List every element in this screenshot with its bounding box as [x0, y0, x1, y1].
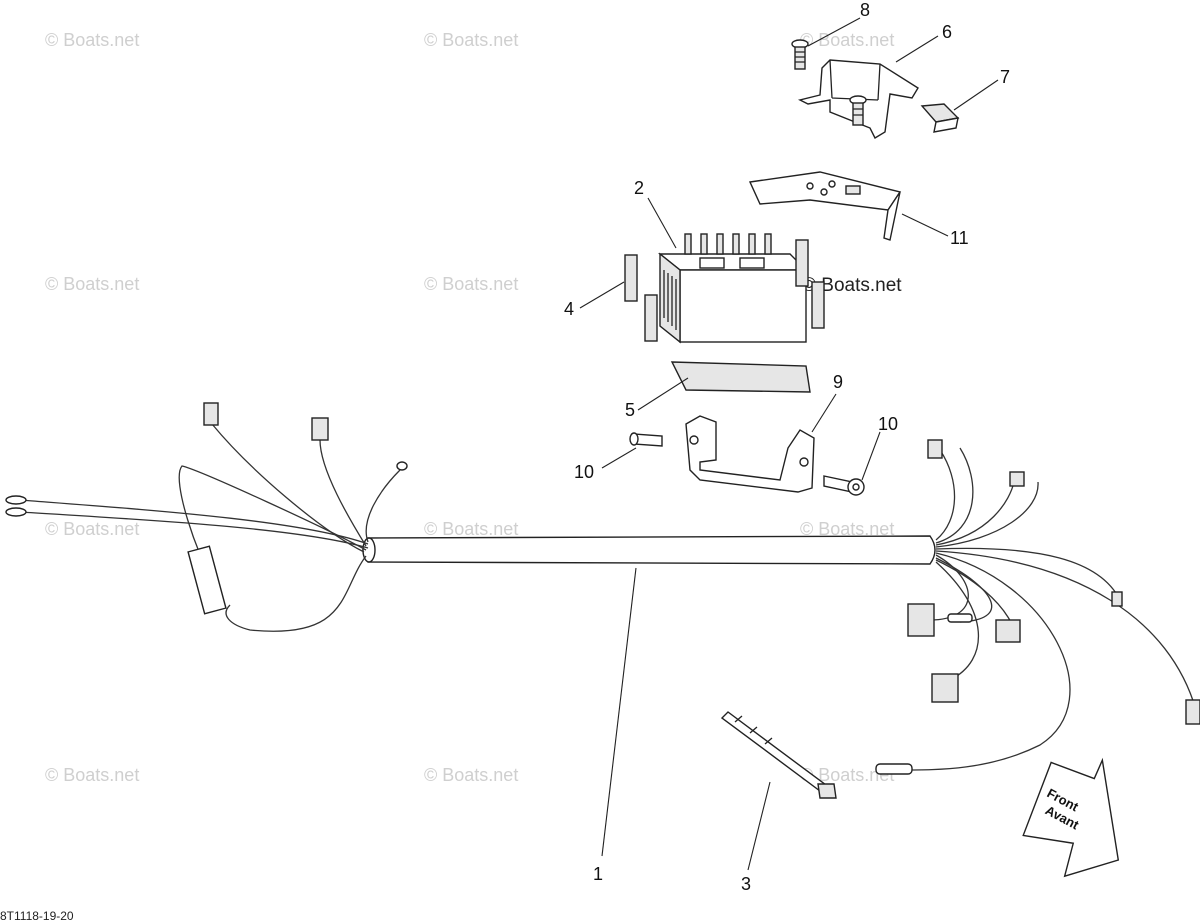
callout-10-left: 10 [574, 462, 594, 482]
front-direction-arrow: Front Avant [1022, 757, 1120, 878]
callout-8: 8 [860, 0, 870, 20]
part-pad-7 [920, 103, 960, 133]
callout-11: 11 [950, 228, 969, 248]
part-harness-1 [5, 402, 1200, 775]
part-mat-5 [670, 361, 811, 393]
callout-4: 4 [564, 299, 574, 319]
callouts: 1 2 3 4 5 6 7 8 9 10 10 11 [564, 0, 1010, 894]
callout-9: 9 [833, 372, 843, 392]
leader-lines [579, 17, 999, 871]
part-strap-9 [685, 415, 815, 493]
part-bolt-10-right [823, 475, 865, 496]
callout-3: 3 [741, 874, 751, 894]
drawing-code: 8T1118-19-20 [0, 909, 74, 922]
watermark: © Boats.net [800, 30, 894, 50]
part-plate-11 [748, 171, 902, 241]
part-bolt-10-left [629, 432, 663, 447]
watermark: © Boats.net [45, 274, 139, 294]
part-battery-2 [658, 233, 808, 344]
watermark: © Boats.net [424, 765, 518, 785]
watermark: © Boats.net [45, 765, 139, 785]
callout-7: 7 [1000, 67, 1010, 87]
callout-5: 5 [625, 400, 635, 420]
callout-10-right: 10 [878, 414, 898, 434]
watermarks: © Boats.net © Boats.net © Boats.net © Bo… [45, 30, 902, 785]
watermark: © Boats.net [800, 519, 894, 539]
part-spacers-4 [624, 239, 825, 342]
part-bracket-6 [797, 59, 919, 139]
watermark: © Boats.net [424, 274, 518, 294]
watermark: © Boats.net [45, 519, 139, 539]
watermark-prominent: © Boats.net [802, 275, 902, 296]
part-screw-8 [791, 39, 809, 70]
watermark: © Boats.net [45, 30, 139, 50]
callout-2: 2 [634, 178, 644, 198]
watermark: © Boats.net [424, 519, 518, 539]
part-cable-tie-3 [720, 711, 837, 799]
watermark: © Boats.net [424, 30, 518, 50]
callout-1: 1 [593, 864, 603, 884]
watermark: © Boats.net [800, 765, 894, 785]
callout-6: 6 [942, 22, 952, 42]
